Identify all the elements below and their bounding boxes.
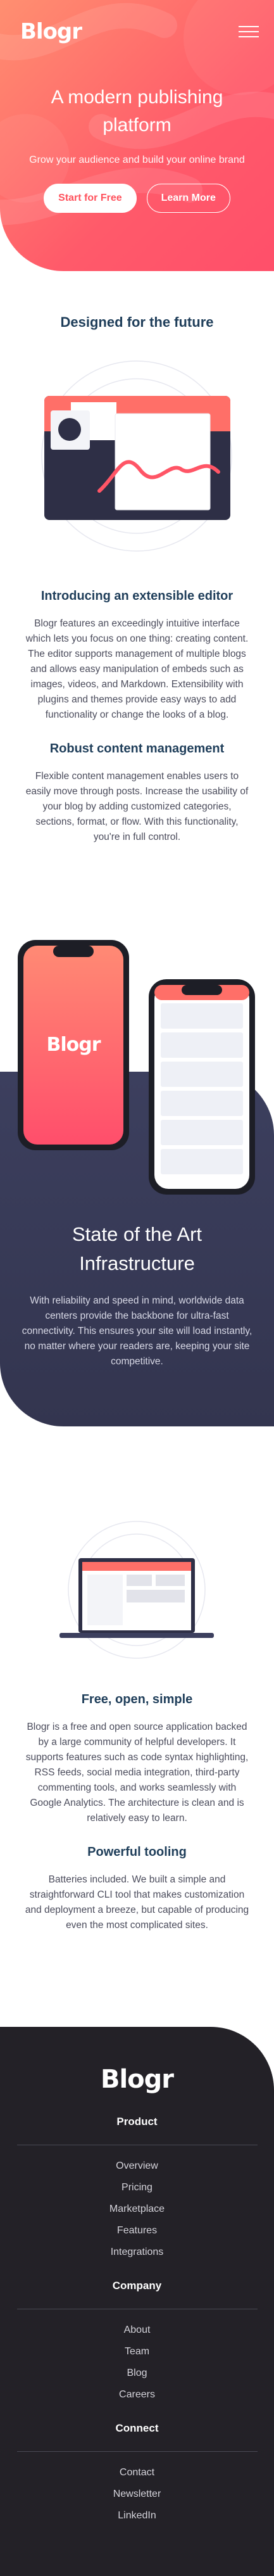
footer-links: Contact Newsletter LinkedIn [0, 2467, 274, 2522]
infrastructure-section: Blogr State of the Art Infrastructure Wi… [0, 940, 274, 1426]
footer-group-company: Company About Team Blog Careers [0, 2280, 274, 2401]
phones-illustration [18, 940, 255, 1195]
tooling-title: Powerful tooling [87, 1845, 187, 1859]
logo[interactable]: Blogr [20, 19, 82, 44]
footer-group-title[interactable]: Connect [115, 2422, 159, 2434]
footer-link-overview[interactable]: Overview [116, 2160, 158, 2171]
footer-logo[interactable]: Blogr [100, 2065, 174, 2094]
learn-more-button[interactable]: Learn More [146, 184, 230, 213]
editor-illustration [41, 360, 232, 552]
footer-link-about[interactable]: About [123, 2325, 151, 2335]
phone-logo: Blogr [46, 1034, 101, 1056]
footer-link-pricing[interactable]: Pricing [121, 2182, 153, 2193]
start-free-button[interactable]: Start for Free [44, 184, 137, 213]
footer-divider [16, 2451, 258, 2452]
site-footer: Blogr Product Overview Pricing Marketpla… [0, 2027, 274, 2576]
laptop-illustration [59, 1521, 214, 1659]
free-open-text: Blogr is a free and open source applicat… [25, 1722, 249, 1824]
content-management-title: Robust content management [49, 742, 225, 756]
footer-group-title[interactable]: Company [112, 2280, 162, 2292]
footer-group-connect: Connect Contact Newsletter LinkedIn [0, 2422, 274, 2522]
hero-section: Blogr A modern publishing platform Grow … [0, 0, 274, 271]
footer-links: About Team Blog Careers [0, 2325, 274, 2401]
editor-text: Blogr features an exceedingly intuitive … [25, 618, 249, 720]
infrastructure-content: State of the Art Infrastructure With rel… [0, 1220, 274, 1369]
hero-title: A modern publishing platform [51, 87, 223, 136]
tooling-text: Batteries included. We built a simple an… [25, 1874, 249, 1931]
infrastructure-title: State of the Art Infrastructure [72, 1223, 202, 1274]
footer-link-careers[interactable]: Careers [119, 2389, 155, 2400]
hero-content: A modern publishing platform Grow your a… [0, 84, 274, 213]
footer-link-linkedin[interactable]: LinkedIn [118, 2510, 156, 2521]
site-header: Blogr [0, 0, 274, 44]
footer-group-title[interactable]: Product [116, 2116, 158, 2128]
hamburger-icon[interactable] [239, 26, 259, 37]
free-open-title: Free, open, simple [81, 1692, 193, 1706]
footer-group-product: Product Overview Pricing Marketplace Fea… [0, 2116, 274, 2258]
hero-buttons: Start for Free Learn More [25, 184, 249, 213]
footer-link-integrations[interactable]: Integrations [110, 2247, 164, 2257]
footer-link-newsletter[interactable]: Newsletter [113, 2489, 161, 2499]
footer-links: Overview Pricing Marketplace Features In… [0, 2160, 274, 2258]
future-heading: Designed for the future [60, 314, 214, 330]
features-section: Free, open, simple Blogr is a free and o… [0, 1426, 274, 1933]
future-section: Designed for the future Introducing an e… [0, 271, 274, 845]
footer-link-features[interactable]: Features [116, 2225, 158, 2236]
footer-link-team[interactable]: Team [124, 2346, 150, 2357]
infrastructure-text: With reliability and speed in mind, worl… [22, 1295, 252, 1367]
footer-link-contact[interactable]: Contact [119, 2467, 155, 2478]
editor-title: Introducing an extensible editor [40, 589, 234, 603]
footer-link-marketplace[interactable]: Marketplace [109, 2204, 165, 2214]
footer-link-blog[interactable]: Blog [127, 2368, 147, 2378]
content-management-text: Flexible content management enables user… [25, 771, 249, 842]
hero-subtitle: Grow your audience and build your online… [29, 155, 245, 165]
